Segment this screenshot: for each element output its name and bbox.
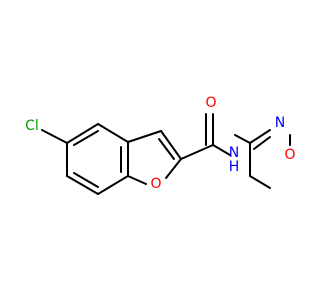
atom-n-amide: N — [229, 145, 239, 161]
atom-o-furan: O — [150, 176, 161, 192]
bond-benz-1-inner — [73, 130, 99, 146]
molecule-structure: Cl O O N H N O — [25, 95, 296, 195]
bond-benz-5-inner — [73, 172, 99, 188]
atom-h-amide: H — [229, 159, 240, 175]
bond-pyr-1 — [249, 129, 271, 144]
bond-c2-carbonyl — [180, 144, 214, 160]
atom-cl: Cl — [25, 118, 39, 134]
bond-benz-4 — [97, 175, 129, 195]
bond-furan-o-c7a — [127, 175, 147, 185]
bond-cl-c5 — [41, 129, 68, 144]
bond-benz-5 — [66, 175, 99, 195]
bond-furan-c3-c2-inner — [158, 138, 175, 160]
bond-benz-2 — [97, 123, 129, 143]
atom-o-ketone: O — [284, 147, 295, 163]
bond-furan-c3a-c3 — [127, 130, 162, 143]
bond-furan-c2-o — [165, 158, 182, 179]
bond-n-c3 — [234, 134, 251, 144]
bond-pyr-1-inner — [253, 136, 271, 150]
atom-o-amide: O — [205, 95, 216, 111]
bond-pyr-4 — [249, 175, 271, 189]
bonds — [41, 113, 291, 195]
atom-labels: Cl O O N H N O — [25, 95, 295, 192]
bond-carbonyl-n — [212, 144, 231, 156]
atom-n-ring: N — [275, 115, 285, 131]
bond-furan-c3-c2 — [160, 130, 182, 160]
bond-benz-1 — [66, 123, 99, 144]
